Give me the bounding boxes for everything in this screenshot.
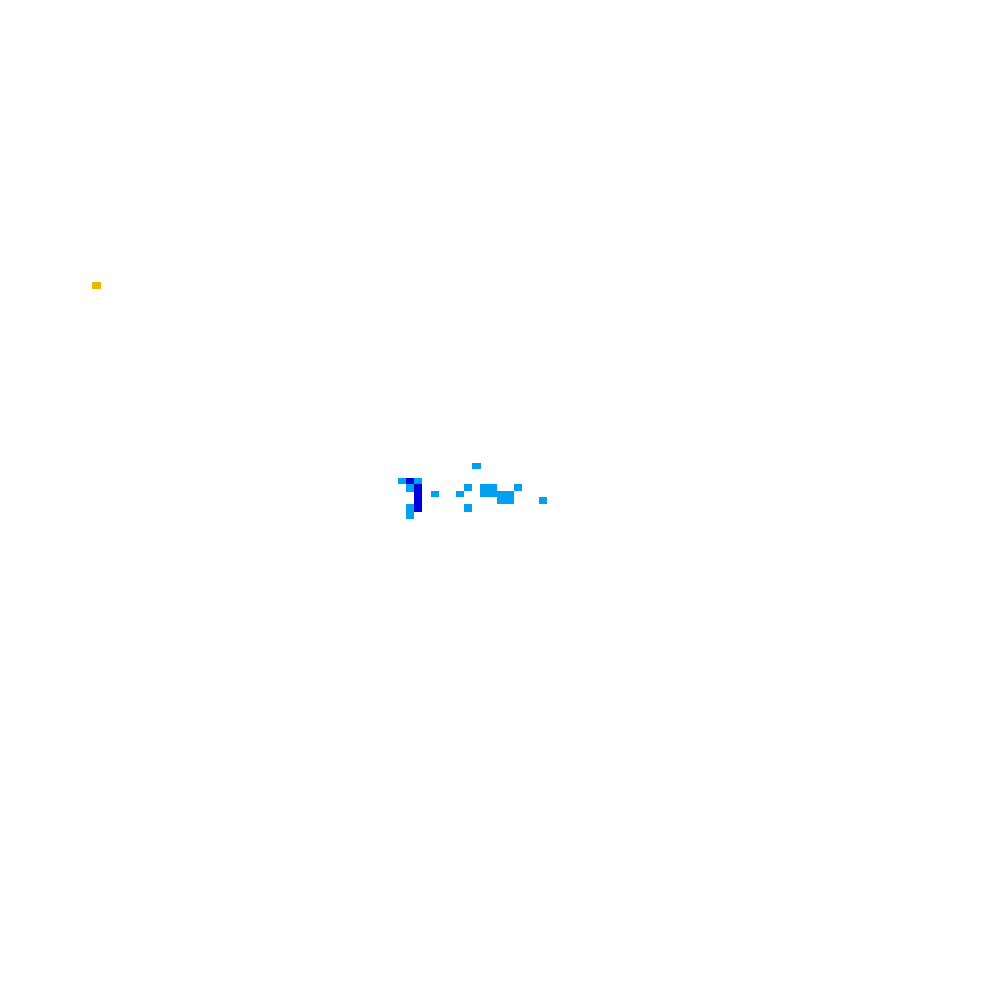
particle-cell	[464, 504, 472, 512]
particle-cell	[539, 497, 547, 504]
particle-cell	[431, 491, 439, 497]
player-cell	[414, 484, 422, 512]
coin-icon	[92, 282, 101, 289]
particle-cell	[406, 484, 414, 492]
particle-cell	[464, 484, 472, 491]
particle-cell	[456, 491, 464, 497]
particle-cell	[406, 504, 414, 519]
particle-cell	[414, 478, 422, 484]
particle-cell	[480, 484, 497, 497]
particle-cell	[472, 463, 481, 469]
particle-cell	[514, 484, 522, 491]
particle-cell	[398, 478, 406, 484]
player-cell	[406, 478, 414, 484]
particle-cell	[497, 491, 514, 504]
